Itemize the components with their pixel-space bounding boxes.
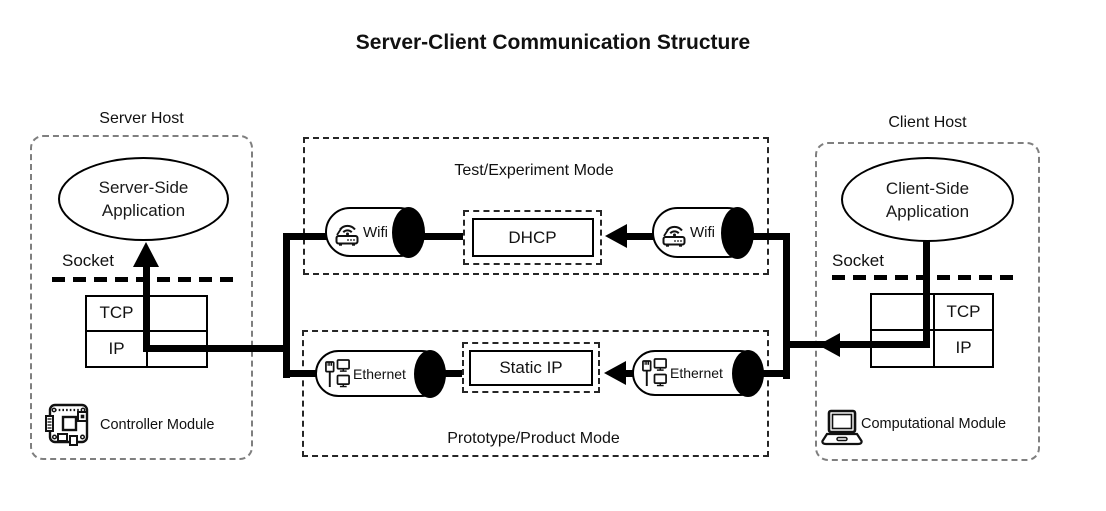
dhcp-arrowhead-icon: [605, 224, 627, 248]
cylinder-cap-icon: [413, 349, 446, 398]
client-socket-label: Socket: [832, 251, 884, 270]
trunk-to-server-line: [146, 345, 290, 352]
client-ethernet-node: Ethernet: [632, 349, 764, 397]
server-module-label: Controller Module: [100, 417, 215, 433]
server-socket-divider: [52, 277, 233, 282]
client-to-trunk-line: [783, 341, 930, 348]
client-ip-empty-cell: [872, 330, 935, 366]
server-ethernet-label: Ethernet: [353, 365, 406, 382]
server-socket-label: Socket: [62, 251, 114, 270]
dhcp-box: DHCP: [471, 218, 594, 257]
staticip-arrowhead-icon: [604, 361, 626, 385]
client-wifi-node: Wifi: [652, 206, 754, 259]
ethernet-icon: [325, 358, 350, 387]
server-ip-empty-cell: [148, 332, 206, 367]
client-application-line1: Client-Side: [885, 178, 970, 198]
server-application-ellipse: Server-Side Application: [58, 157, 229, 241]
server-application-line1: Server-Side: [98, 178, 189, 197]
wifi-router-icon: [335, 224, 359, 246]
server-protocol-stack: TCP IP: [85, 295, 208, 368]
staticip-box: Static IP: [469, 349, 593, 386]
test-mode-box: [303, 137, 769, 275]
controller-board-icon: [45, 403, 89, 446]
server-host-label: Server Host: [99, 110, 184, 127]
server-application-line2: Application: [101, 201, 186, 220]
server-ip-cell: IP: [87, 331, 148, 366]
right-ethernet-to-trunk-line: [756, 370, 790, 377]
client-application-line2: Application: [885, 201, 970, 221]
trunk-to-left-ethernet-line: [283, 370, 319, 377]
client-tcp-cell: TCP: [935, 295, 992, 331]
cylinder-cap-icon: [731, 349, 764, 397]
server-tcp-cell: TCP: [87, 297, 148, 332]
left-wifi-to-dhcp-line: [416, 233, 467, 240]
client-host-label: Client Host: [888, 114, 967, 131]
dhcp-container: DHCP: [463, 210, 602, 265]
server-wifi-label: Wifi: [363, 223, 388, 241]
product-mode-label: Prototype/Product Mode: [447, 430, 620, 447]
client-out-arrowhead-icon: [818, 333, 840, 357]
diagram-title: Server-Client Communication Structure: [355, 31, 751, 54]
right-trunk-line: [783, 233, 790, 379]
ethernet-icon: [642, 358, 667, 387]
client-wifi-label: Wifi: [690, 224, 715, 241]
product-mode-box: [302, 330, 769, 457]
client-protocol-stack: TCP IP: [870, 293, 994, 368]
cylinder-cap-icon: [391, 206, 425, 258]
staticip-container: Static IP: [462, 342, 600, 393]
right-wifi-to-dhcp-line: [622, 233, 656, 240]
left-ethernet-to-staticip-line: [438, 370, 466, 377]
client-application-ellipse: Client-Side Application: [841, 157, 1014, 242]
server-tcp-empty-cell: [148, 297, 206, 332]
client-ethernet-label: Ethernet: [670, 365, 723, 381]
right-wifi-to-trunk-line: [748, 233, 790, 240]
laptop-icon: [821, 409, 863, 446]
client-module-label: Computational Module: [861, 416, 1007, 432]
client-tcp-empty-cell: [872, 295, 935, 331]
client-ip-cell: IP: [955, 338, 972, 358]
wifi-router-icon: [662, 225, 686, 247]
test-mode-label: Test/Experiment Mode: [454, 162, 614, 179]
left-trunk-line: [283, 233, 290, 378]
trunk-to-left-wifi-line: [283, 233, 329, 240]
server-ethernet-node: Ethernet: [315, 349, 446, 398]
server-socket-arrowhead-icon: [133, 242, 159, 267]
client-host-box: [815, 142, 1040, 461]
cylinder-cap-icon: [720, 206, 754, 259]
server-wifi-node: Wifi: [325, 206, 425, 258]
server-host-box: [30, 135, 253, 460]
right-ethernet-to-staticip-line: [622, 370, 638, 377]
